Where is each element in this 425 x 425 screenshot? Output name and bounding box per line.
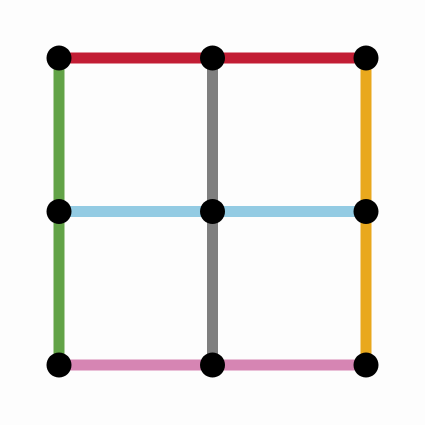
node-r2-c2 bbox=[353, 352, 379, 378]
node-r0-c2 bbox=[353, 45, 379, 71]
edge-layer bbox=[53, 52, 372, 371]
node-layer bbox=[46, 45, 379, 378]
node-r1-c1 bbox=[200, 199, 225, 224]
node-r1-c2 bbox=[353, 199, 379, 224]
node-r0-c1 bbox=[200, 45, 225, 71]
node-r2-c1 bbox=[200, 352, 225, 378]
node-r1-c0 bbox=[46, 199, 72, 224]
node-r2-c0 bbox=[46, 352, 72, 378]
node-r0-c0 bbox=[46, 45, 72, 71]
